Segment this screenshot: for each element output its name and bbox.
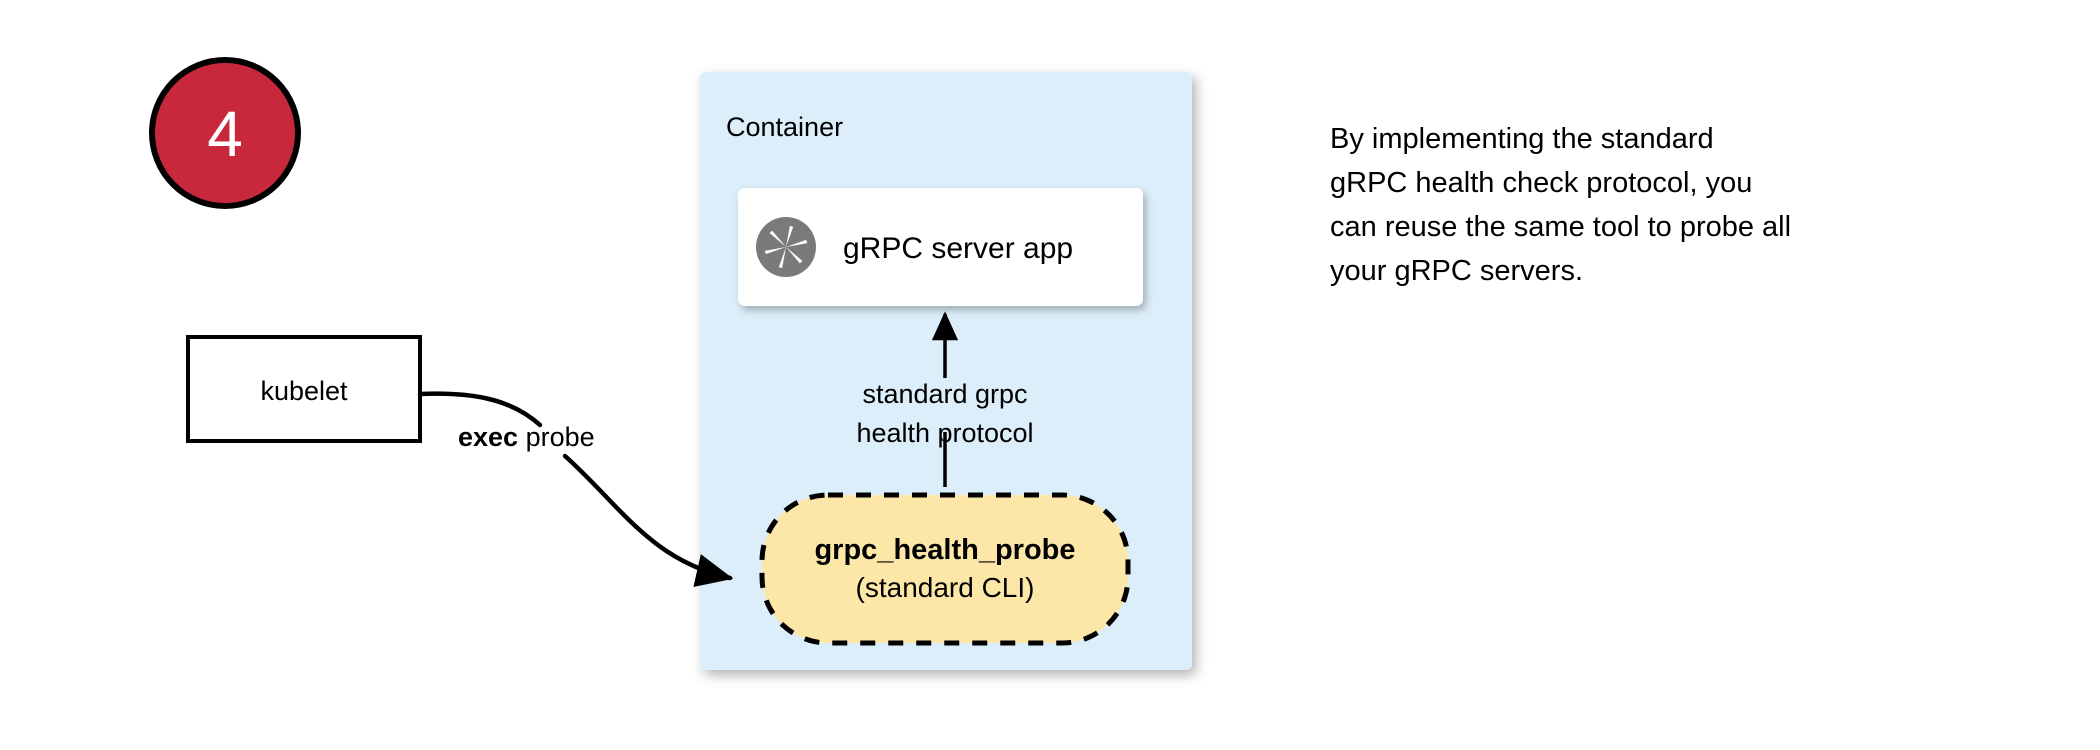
grpc-health-probe-box: grpc_health_probe (standard CLI) bbox=[759, 492, 1131, 646]
grpc-health-probe-title: grpc_health_probe bbox=[814, 534, 1075, 566]
kubelet-rect bbox=[186, 335, 422, 443]
grpc-health-probe-subtitle: (standard CLI) bbox=[856, 572, 1035, 603]
caption-line-3: can reuse the same tool to probe all bbox=[1330, 211, 1791, 243]
caption-line-4: your gRPC servers. bbox=[1330, 255, 1583, 287]
health-protocol-label-line1: standard grpc bbox=[862, 379, 1027, 409]
grpc-server-app-rect bbox=[738, 188, 1143, 306]
step-badge-circle bbox=[149, 57, 301, 209]
health-protocol-arrow: standard grpc health protocol bbox=[856, 311, 1034, 487]
kubelet-box: kubelet bbox=[186, 335, 422, 443]
container-label: Container bbox=[726, 112, 843, 142]
caption-line-2: gRPC health check protocol, you bbox=[1330, 167, 1752, 199]
kubelet-label: kubelet bbox=[260, 376, 348, 406]
exec-probe-label-rest: probe bbox=[518, 422, 595, 452]
grpc-server-app-label: gRPC server app bbox=[843, 232, 1073, 265]
exec-probe-arrow-segment-1 bbox=[417, 391, 543, 428]
health-protocol-label-line2: health protocol bbox=[856, 418, 1033, 448]
exec-probe-arrow-segment-2 bbox=[562, 453, 734, 588]
grpc-server-app-box: gRPC server app bbox=[738, 188, 1143, 306]
step-badge: 4 bbox=[149, 57, 301, 209]
caption-block: By implementing the standard gRPC health… bbox=[1330, 123, 1791, 287]
exec-probe-arrow: exec probe bbox=[417, 391, 734, 588]
step-badge-number: 4 bbox=[207, 98, 243, 170]
grpc-shutter-icon bbox=[756, 217, 816, 277]
exec-probe-label: exec probe bbox=[458, 422, 595, 452]
exec-probe-label-bold: exec bbox=[458, 422, 518, 452]
grpc-health-probe-rect bbox=[759, 492, 1131, 646]
caption-line-1: By implementing the standard bbox=[1330, 123, 1714, 155]
